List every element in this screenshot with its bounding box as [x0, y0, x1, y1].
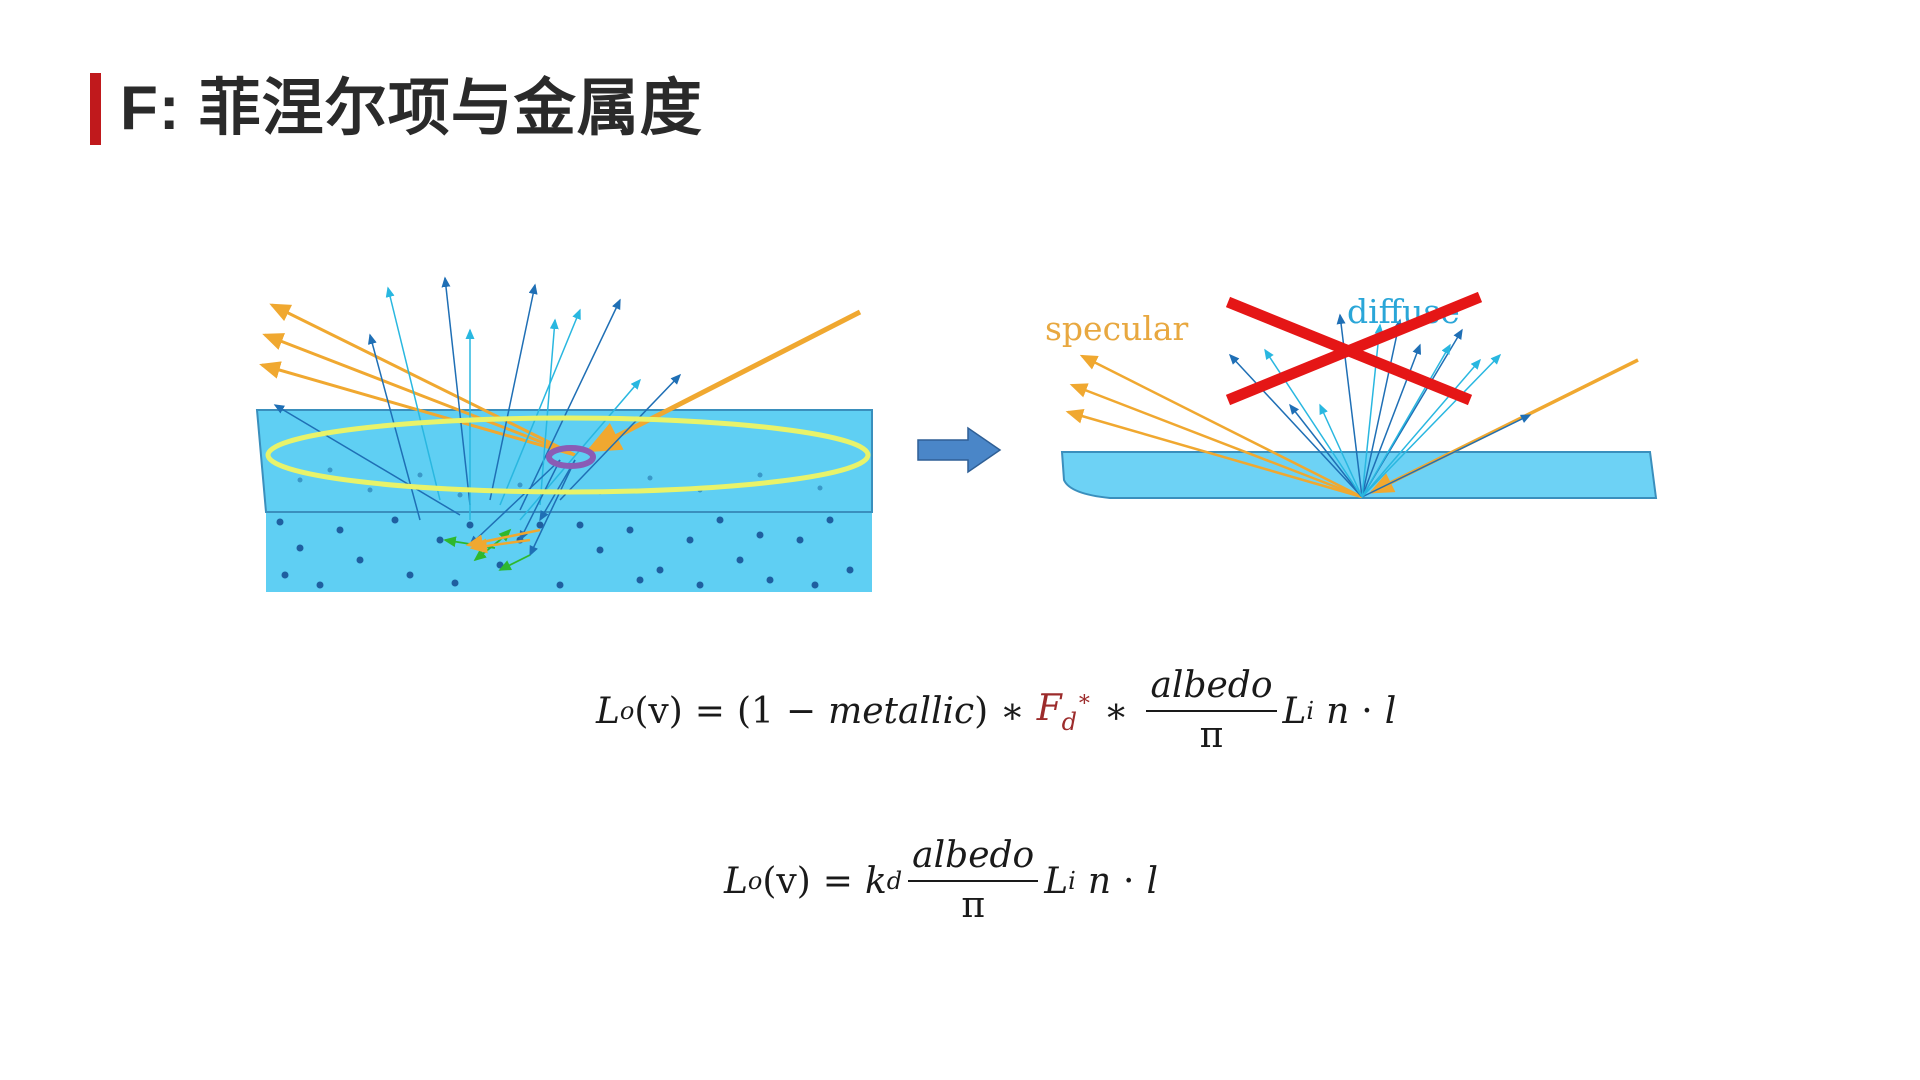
particle-dot [796, 536, 804, 544]
particle-dot [756, 531, 764, 539]
particle-dot [436, 536, 444, 544]
particle-dot [276, 518, 284, 526]
specular-ray [1065, 408, 1363, 499]
particle-dot [367, 487, 373, 493]
scatter-halo [265, 415, 871, 495]
diffuse-ray [499, 308, 581, 506]
particle-dot [736, 556, 744, 564]
metal-surface-diagram: specular diffuse [1045, 291, 1658, 499]
entry-point-ring [546, 445, 596, 469]
diffuse-ray [1289, 403, 1363, 498]
particle-dot [846, 566, 854, 574]
particle-dot [766, 576, 774, 584]
diffuse-ray [539, 318, 559, 506]
particle-dot [811, 581, 819, 589]
specular-ray [1069, 383, 1363, 499]
diffuse-ray [559, 373, 682, 501]
particle-dot [466, 521, 474, 529]
diffuse-ray [1361, 358, 1481, 498]
diffuse-ray [273, 404, 461, 516]
particle-dot [327, 467, 333, 473]
diffuse-ray [519, 298, 621, 511]
diffuse-ray [489, 283, 538, 501]
specular-label: specular [1045, 309, 1189, 348]
diffuse-ray [441, 276, 471, 506]
scattering-particles [276, 467, 854, 589]
particle-dot [817, 485, 823, 491]
particle-dot [391, 516, 399, 524]
reflected-rays [1065, 313, 1639, 499]
diffuse-ray [1361, 323, 1384, 498]
incident-ray [585, 309, 862, 453]
subsurface-ray [498, 554, 531, 571]
title-accent-bar [90, 73, 101, 145]
subsurface-layer [266, 512, 872, 592]
particle-dot [336, 526, 344, 534]
diffuse-ray [1361, 343, 1451, 498]
diffuse-ray [385, 286, 441, 501]
particle-dot [281, 571, 289, 579]
particle-dot [757, 472, 763, 478]
particle-dot [576, 521, 584, 529]
particle-dot [316, 581, 324, 589]
particle-dot [636, 576, 644, 584]
cross-out-icon [1225, 291, 1483, 406]
diffuse-ray [1361, 414, 1532, 498]
specular-ray [269, 303, 576, 457]
particle-dot [716, 516, 724, 524]
particle-dot [356, 556, 364, 564]
particle-dot [457, 492, 463, 498]
scatter-ray [529, 459, 576, 557]
specular-ray [262, 333, 576, 457]
particle-dot [496, 561, 504, 569]
scatter-ray [519, 459, 561, 542]
particle-dot [596, 546, 604, 554]
particle-dot [556, 581, 564, 589]
diffuse-ray [1228, 353, 1363, 498]
particle-dot [517, 482, 523, 488]
diffuse-ray [1361, 353, 1502, 498]
particle-dot [686, 536, 694, 544]
fresnel-diffuse-term: Fd∗ [1036, 686, 1092, 736]
particle-dot [297, 477, 303, 483]
scatter-ray [468, 459, 561, 547]
particle-dot [826, 516, 834, 524]
particle-dot [626, 526, 634, 534]
particle-dot [451, 579, 459, 587]
subsurface-ray [469, 538, 531, 554]
particle-dot [536, 521, 544, 529]
diffuse-ray [1361, 318, 1403, 498]
diffuse-ray [1319, 403, 1363, 498]
particle-dot [406, 571, 414, 579]
reflection-diagram: specular diffuse [255, 276, 1658, 592]
surface-layer [255, 409, 873, 513]
particle-dot [656, 566, 664, 574]
right-arrow-icon [917, 426, 1002, 474]
slide-title: F: 菲涅尔项与金属度 [120, 74, 703, 143]
specular-ray [1079, 354, 1363, 499]
particle-dot [296, 544, 304, 552]
subsurface-diagram [255, 276, 873, 592]
particle-dot [647, 475, 653, 481]
particle-dot [696, 581, 704, 589]
scattered-rays [259, 276, 862, 571]
particle-dot [417, 472, 423, 478]
